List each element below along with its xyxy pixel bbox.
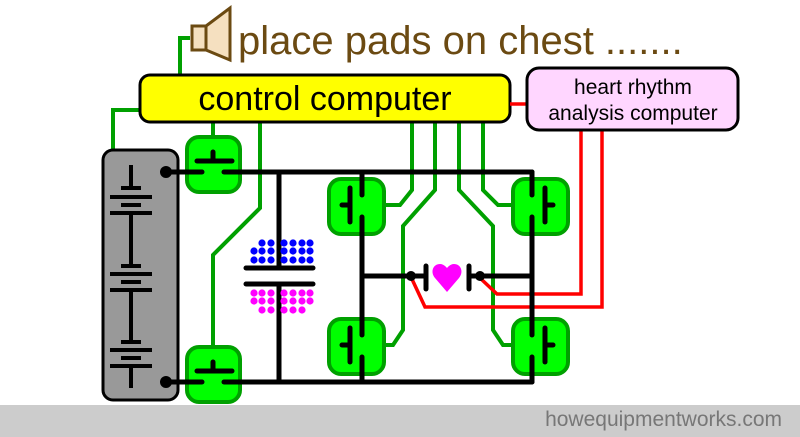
charge-dot	[298, 289, 306, 297]
charge-dot	[280, 289, 288, 297]
charge-dot	[289, 297, 297, 305]
charge-dot	[306, 297, 314, 305]
charge-dot	[306, 256, 314, 264]
charge-dot	[280, 297, 288, 305]
charge-dot	[258, 247, 266, 255]
charge-dot	[289, 239, 297, 247]
analysis-computer-box	[525, 66, 740, 132]
charge-dot	[289, 256, 297, 264]
charge-dot	[258, 306, 266, 314]
heart-icon	[432, 264, 462, 292]
site-credit: howequipmentworks.com	[545, 408, 782, 431]
charge-dot	[258, 297, 266, 305]
charge-dot	[280, 256, 288, 264]
charge-dot	[267, 239, 275, 247]
charge-dot	[267, 306, 275, 314]
charge-dot	[298, 256, 306, 264]
charge-dot	[250, 297, 258, 305]
charge-dot	[280, 306, 288, 314]
capacitor-charges	[250, 239, 314, 314]
charge-dot	[306, 247, 314, 255]
charge-dot	[298, 247, 306, 255]
switches	[185, 135, 570, 404]
charge-dot	[289, 306, 297, 314]
charge-dot	[298, 297, 306, 305]
speaker-icon	[190, 5, 232, 63]
power-circuit	[163, 149, 556, 385]
charge-dot	[280, 239, 288, 247]
analysis-label-1: heart rhythm	[574, 76, 692, 99]
control-computer-box	[138, 73, 512, 124]
analysis-label-2: analysis computer	[548, 102, 717, 125]
sense-wires	[409, 128, 604, 309]
charge-dot	[306, 289, 314, 297]
control-computer-label: control computer	[198, 80, 451, 118]
charge-dot	[280, 247, 288, 255]
footer: howequipmentworks.com	[0, 405, 800, 437]
battery	[101, 148, 180, 402]
charge-dot	[306, 239, 314, 247]
charge-dot	[250, 256, 258, 264]
instruction-text: place pads on chest .......	[238, 19, 683, 63]
charge-dot	[298, 239, 306, 247]
charge-dot	[267, 297, 275, 305]
charge-dot	[250, 247, 258, 255]
charge-dot	[298, 306, 306, 314]
charge-dot	[258, 239, 266, 247]
charge-dot	[258, 256, 266, 264]
charge-dot	[258, 289, 266, 297]
charge-dot	[289, 247, 297, 255]
charge-dot	[267, 256, 275, 264]
charge-dot	[267, 247, 275, 255]
charge-dot	[250, 289, 258, 297]
charge-dot	[289, 289, 297, 297]
charge-dot	[267, 289, 275, 297]
